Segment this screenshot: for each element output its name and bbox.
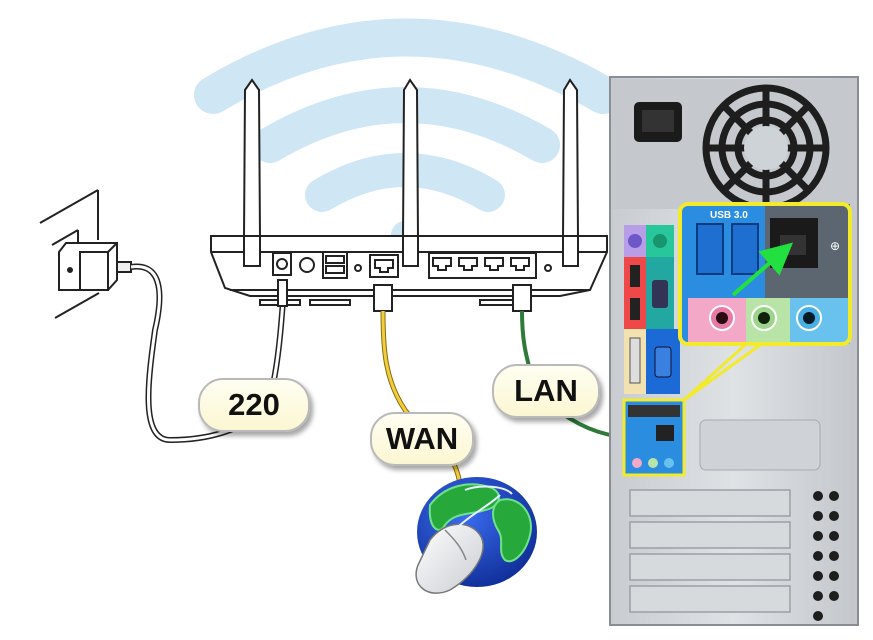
- lan-plug: [512, 284, 532, 312]
- antenna-right: [561, 78, 580, 239]
- power-plug: [277, 279, 288, 307]
- wan-label: WAN: [370, 412, 474, 466]
- rear-io-zoom-panel: ⊕ USB 3.0: [678, 202, 852, 346]
- wan-plug: [373, 284, 393, 312]
- router-reset-button: [299, 257, 315, 273]
- mouse-icon: [415, 523, 484, 594]
- expansion-slots: [629, 489, 791, 613]
- antenna-center: [401, 78, 420, 239]
- wifi-router: [210, 235, 608, 306]
- usb-label: USB 3.0: [710, 210, 748, 221]
- lan-label: LAN: [492, 364, 600, 418]
- pc-tower-rear: [609, 76, 859, 626]
- internet-globe-icon: [415, 477, 537, 594]
- svg-text:⊕: ⊕: [830, 239, 840, 253]
- usb-port-1: [696, 223, 724, 275]
- vent-holes: [813, 491, 839, 621]
- wall-socket-adapter-icon: [39, 189, 132, 319]
- arrow-to-ethernet: [731, 242, 794, 297]
- router-antennas: [242, 78, 580, 239]
- antenna-left: [242, 78, 262, 239]
- router-plugs: [277, 279, 532, 312]
- usb-port-2: [731, 223, 759, 275]
- power-label: 220: [198, 378, 310, 432]
